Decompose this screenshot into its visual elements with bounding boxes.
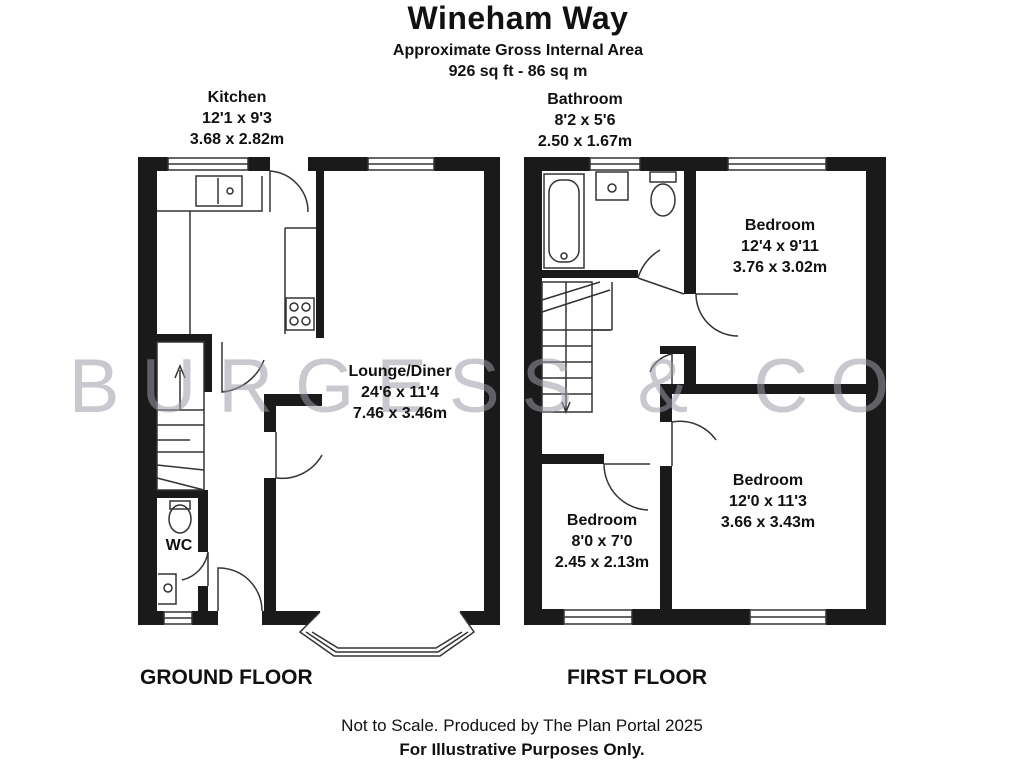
gf-wc-east-wall [198,490,208,552]
room-imperial: 8'0 x 7'0 [571,533,633,550]
ff-bed2-west-wall-a [660,394,672,422]
bath-icon [543,173,585,269]
gf-south-wall-a [138,611,164,625]
ff-east-wall [866,157,886,625]
floor-label-ground: GROUND FLOOR [140,666,313,689]
basin-icon-ff [595,171,629,201]
area-summary: Approximate Gross Internal Area 926 sq f… [393,40,643,82]
ff-north-wall-a [524,157,590,171]
room-label-bedroom-2: Bedroom 12'0 x 11'3 3.66 x 3.43m [721,470,815,533]
ff-bed1-south-wall [660,384,866,394]
ff-bed3-north-wall [542,454,604,464]
gf-south-wall-d [460,611,500,625]
room-name: Bedroom [732,472,804,489]
room-metric: 2.50 x 1.67m [537,133,633,150]
gf-kitchen-lounge-wall [316,170,324,338]
gf-south-wall-c [262,611,320,625]
room-name: Bathroom [547,91,623,108]
cupboard-door [649,353,673,384]
room-metric: 7.46 x 3.46m [352,405,448,422]
kitchen-door [269,170,309,213]
room-imperial: 12'0 x 11'3 [729,493,807,510]
room-label-lounge: Lounge/Diner 24'6 x 11'4 7.46 x 3.46m [348,361,451,424]
bay-window [298,611,476,657]
toilet-icon [168,504,192,534]
bedroom1-door [695,293,739,337]
room-label-bathroom: Bathroom 8'2 x 5'6 2.50 x 1.67m [538,89,632,152]
room-metric: 3.76 x 3.02m [732,259,828,276]
wc-door [181,551,209,586]
gf-stair-wall [204,334,212,392]
floor-label-first: FIRST FLOOR [567,666,707,689]
ff-bed1-west-wall-b [684,346,696,394]
first-floor-fittings [541,157,827,625]
room-name: Bedroom [744,217,816,234]
room-imperial: 12'4 x 9'11 [741,238,819,255]
kitchen-counter-side [284,227,316,334]
room-imperial: 12'1 x 9'3 [202,110,272,127]
room-label-bedroom-1: Bedroom 12'4 x 9'11 3.76 x 3.02m [733,215,827,278]
room-name: WC [165,537,193,554]
gf-wc-east-wall-b [198,586,208,612]
area-label: Approximate Gross Internal Area [392,42,644,59]
room-metric: 2.45 x 2.13m [554,554,650,571]
bathroom-door [637,249,685,295]
kitchen-counter [157,176,263,334]
room-name: Kitchen [207,89,267,106]
sink-icon [195,175,243,207]
hall-door-kitchen [221,342,265,393]
footer-disclaimer: For Illustrative Purposes Only. [399,740,645,759]
area-value: 926 sq ft - 86 sq m [448,63,588,80]
ff-north-wall-b [640,157,728,171]
basin-icon [158,573,177,605]
gf-north-wall-d [434,157,500,171]
ff-bath-south-wall [542,270,638,278]
ground-floor-fittings [156,157,476,657]
gf-hall-wall-top [264,394,322,406]
gf-hall-wall-a [264,394,276,432]
bedroom3-door [603,463,650,511]
gf-west-wall [138,157,157,625]
ff-bath-bed-wall [684,170,696,294]
ff-bed2-west-wall-b [660,466,672,616]
lounge-door [275,432,323,480]
gf-staircase [156,341,205,491]
room-metric: 3.66 x 3.43m [720,514,816,531]
gf-kitchen-south-wall-a [157,334,210,342]
ff-west-wall [524,157,542,625]
room-imperial: 24'6 x 11'4 [361,384,439,401]
ff-cupboard-top [660,346,696,354]
room-name: Bedroom [566,512,638,529]
room-label-kitchen: Kitchen 12'1 x 9'3 3.68 x 2.82m [190,87,284,150]
room-label-bedroom-3: Bedroom 8'0 x 7'0 2.45 x 2.13m [555,510,649,573]
room-metric: 3.68 x 2.82m [189,131,285,148]
gf-north-wall-c [308,157,368,171]
page-title: Wineham Way [407,0,629,36]
ff-south-wall-c [826,609,886,625]
hob-icon [285,297,315,331]
gf-east-wall [484,157,500,625]
ff-staircase [541,281,613,415]
gf-hall-wall-b [264,478,276,618]
room-imperial: 8'2 x 5'6 [554,112,616,129]
gf-north-wall-b [248,157,270,171]
room-name: Lounge/Diner [348,363,452,380]
room-label-wc: WC [166,535,193,556]
toilet-icon-ff [649,171,677,183]
first-floor-plan [524,157,886,625]
gf-south-wall-b [192,611,218,625]
front-door [217,567,263,612]
ff-south-wall-a [524,609,564,625]
gf-wc-north-wall [157,490,208,498]
bedroom2-door [671,420,717,466]
watermark: BURGESS & CO [69,344,912,429]
footer-credit: Not to Scale. Produced by The Plan Porta… [341,716,703,735]
ff-south-wall-b [632,609,750,625]
ground-floor-plan [138,157,500,625]
gf-north-wall-a [138,157,168,171]
